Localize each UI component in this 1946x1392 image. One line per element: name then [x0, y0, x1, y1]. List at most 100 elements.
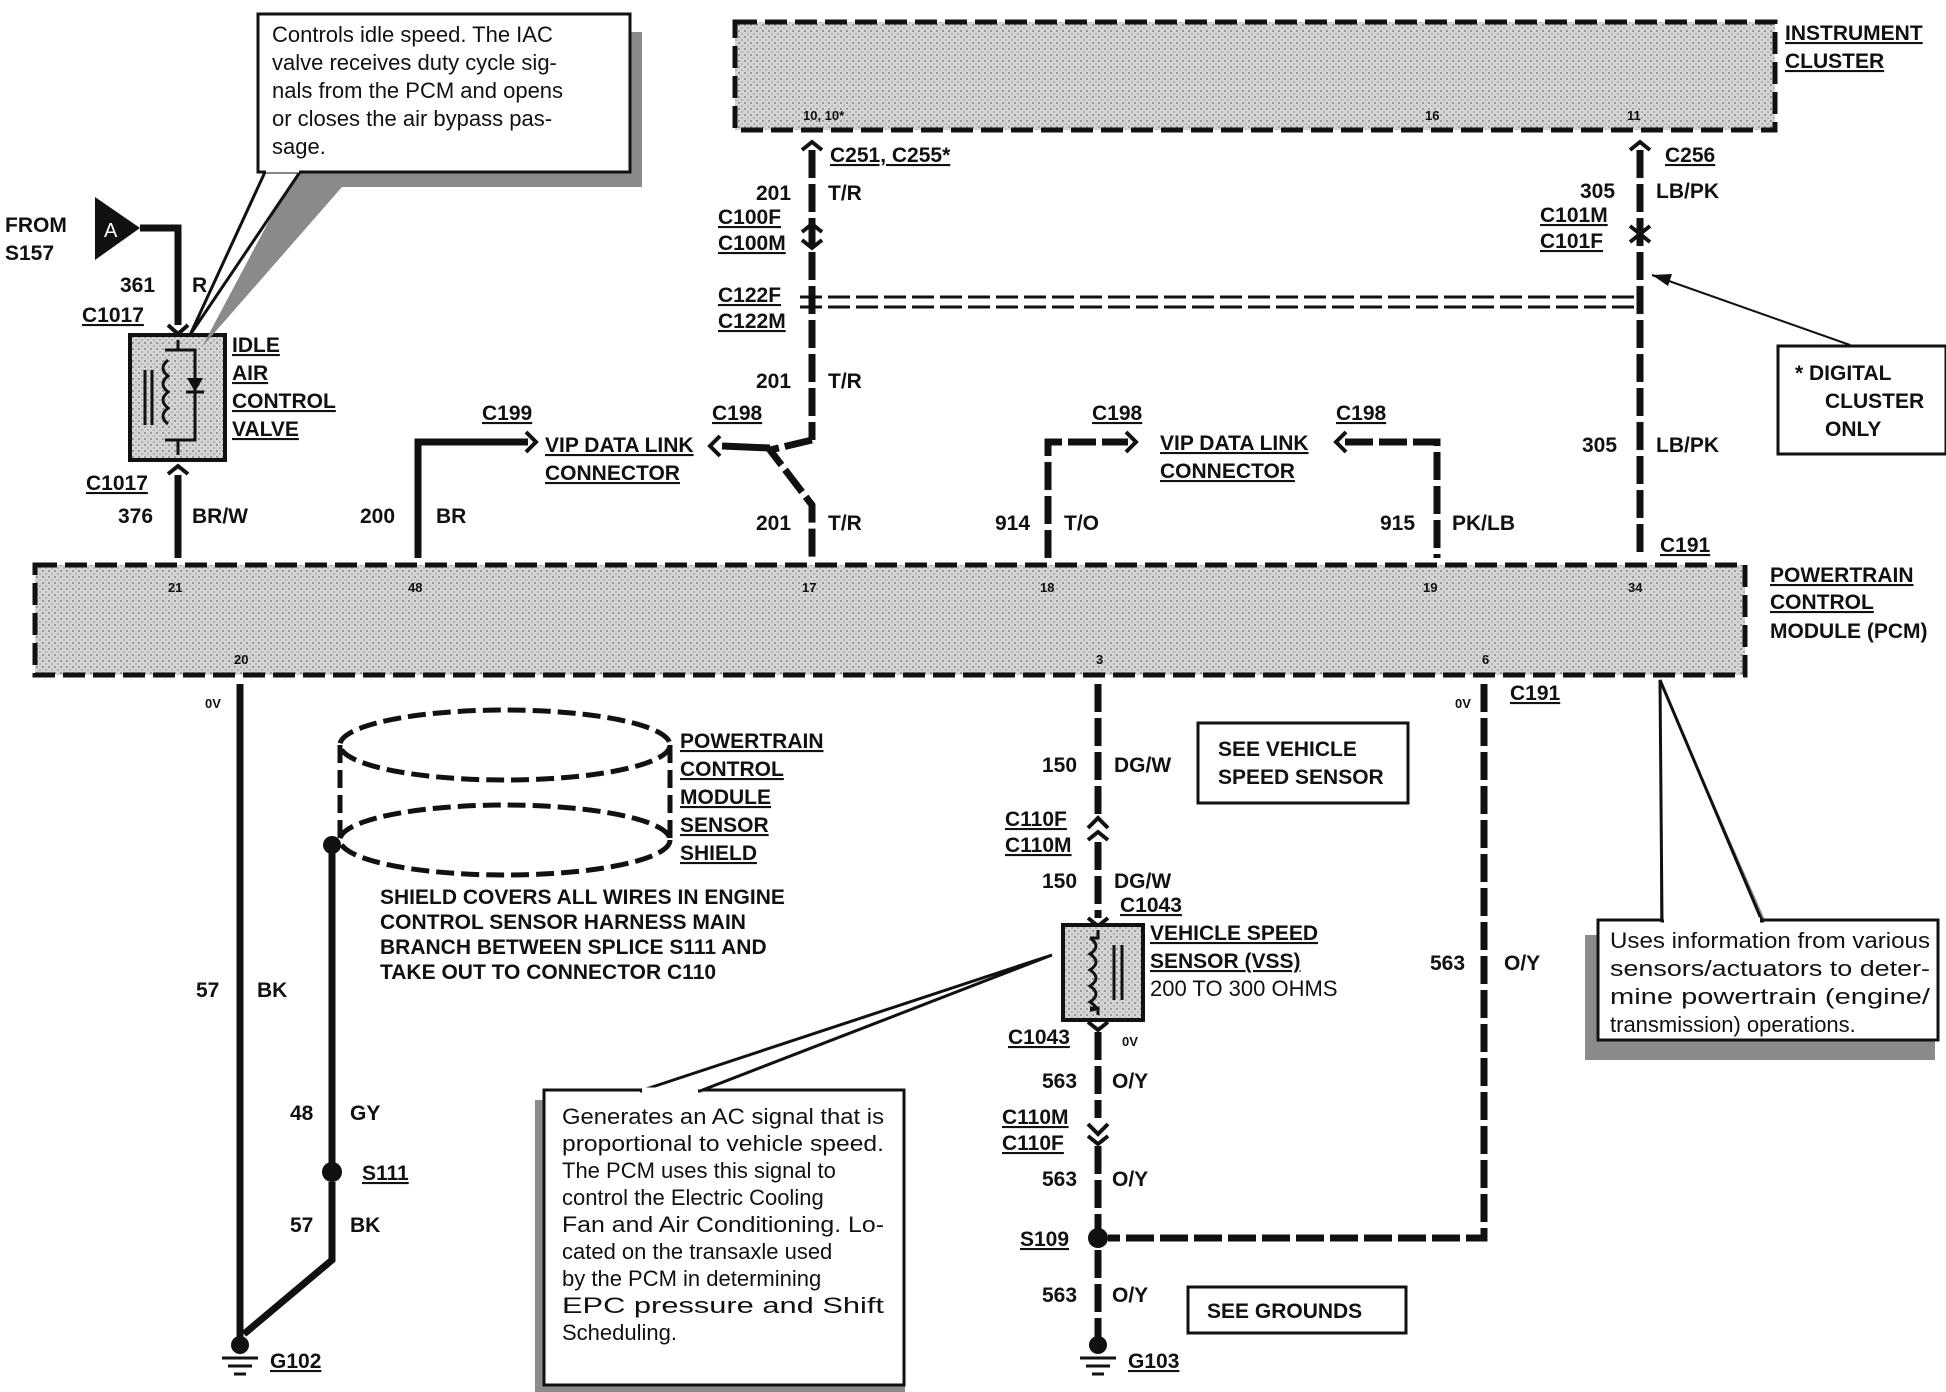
circuit-number: 48 [290, 1102, 314, 1125]
pcm-pin: 6 [1482, 652, 1489, 667]
pcm-callout [1596, 918, 1940, 1042]
connector-label: C199 [482, 402, 532, 425]
note-text: ONLY [1825, 418, 1881, 441]
see-grounds-box[interactable] [1186, 1285, 1408, 1335]
connector-symbol [166, 323, 190, 337]
vss-label: VEHICLE SPEED [1150, 922, 1318, 945]
connector-label: C110M [1002, 1106, 1069, 1129]
shield-label: MODULE [680, 786, 771, 809]
wire-color: BK [350, 1214, 380, 1237]
callout-text: Controls idle speed. The IAC [272, 22, 553, 47]
shield-label: SHIELD [680, 842, 757, 865]
see-grounds-label: SEE GROUNDS [1207, 1300, 1362, 1323]
vss-label: SENSOR (VSS) [1150, 950, 1301, 973]
ground-label: G103 [1128, 1350, 1179, 1373]
circuit-number: 361 [120, 274, 155, 297]
callout-text: cated on the transaxle used [562, 1239, 832, 1264]
circuit-number: 57 [290, 1214, 313, 1237]
wire-color: O/Y [1504, 952, 1540, 975]
connector-label: C110F [1002, 1132, 1064, 1155]
connector-label: C198 [1336, 402, 1387, 425]
pcm-label: CONTROL [1770, 591, 1874, 614]
note-text: * DIGITAL [1795, 362, 1892, 385]
vip-label: VIP DATA LINK [545, 434, 694, 457]
wire-color: O/Y [1112, 1070, 1148, 1093]
pcm-pin: 17 [802, 580, 816, 595]
circuit-number: 376 [118, 505, 153, 528]
wire-color: LB/PK [1656, 180, 1719, 203]
wire-201-lower [763, 436, 816, 558]
callout-text: Uses information from various [1610, 928, 1930, 953]
wire-color: T/R [828, 370, 862, 393]
shield-icon [337, 707, 673, 783]
pcm-pin: 48 [408, 580, 422, 595]
circuit-number: 305 [1580, 180, 1615, 203]
connector-label: C191 [1510, 682, 1561, 705]
splice-icon [322, 1162, 342, 1182]
connector-label: C1043 [1120, 894, 1182, 917]
cluster-pin: 16 [1425, 108, 1439, 123]
wire-563-shield [1108, 684, 1488, 1242]
ground-label: G102 [270, 1350, 321, 1373]
instrument-cluster-label: INSTRUMENT [1785, 22, 1923, 45]
circuit-number: 914 [995, 512, 1030, 535]
shield-label: CONTROL [680, 758, 784, 781]
callout-text: nals from the PCM and opens [272, 78, 563, 103]
from-label: S157 [5, 242, 54, 265]
pcm-box [32, 562, 1748, 678]
ground-icon [1080, 1356, 1116, 1376]
connector-symbol [800, 221, 824, 251]
connector-label: C191 [1660, 534, 1711, 557]
callout-text: by the PCM in determining [562, 1266, 821, 1291]
vip-label: VIP DATA LINK [1160, 432, 1309, 455]
splice-label: S111 [362, 1162, 409, 1185]
from-flag-tag: A [104, 220, 118, 242]
pcm-pin: 20 [234, 652, 248, 667]
iac-label: IDLE [232, 334, 280, 357]
connector-label: C1017 [86, 472, 148, 495]
iac-label: CONTROL [232, 390, 336, 413]
cluster-pin: 11 [1627, 108, 1641, 123]
circuit-number: 563 [1430, 952, 1465, 975]
wire-color: T/R [828, 512, 862, 535]
iac-coil-icon [165, 340, 197, 455]
callout-text: Fan and Air Conditioning. Lo- [562, 1212, 884, 1237]
connector-label: C122F [718, 284, 781, 307]
iac-label: VALVE [232, 418, 299, 441]
shield-note: SHIELD COVERS ALL WIRES IN ENGINE [380, 886, 785, 909]
wire-color: BK [257, 979, 287, 1002]
pcm-label: POWERTRAIN [1770, 564, 1914, 587]
shield-note: BRANCH BETWEEN SPLICE S111 AND [380, 936, 767, 959]
wire-57-branch [241, 1182, 336, 1337]
callout-text: Scheduling. [562, 1320, 677, 1345]
shield-note: CONTROL SENSOR HARNESS MAIN [380, 911, 746, 934]
callout-text: or closes the air bypass pas- [272, 106, 552, 131]
pcm-pin: 21 [168, 580, 182, 595]
wire-914 [1044, 438, 1128, 558]
wire-color: T/O [1064, 512, 1099, 535]
wire-color: PK/LB [1452, 512, 1515, 535]
connector-symbol [524, 430, 539, 454]
shield-note: TAKE OUT TO CONNECTOR C110 [380, 961, 716, 984]
vip-label: CONNECTOR [1160, 460, 1295, 483]
pcm-label: MODULE (PCM) [1770, 620, 1927, 643]
see-vss-box[interactable] [1196, 721, 1410, 805]
digital-cluster-note [1776, 344, 1946, 456]
circuit-number: 915 [1380, 512, 1415, 535]
connector-label: C256 [1665, 144, 1715, 167]
vip-label: CONNECTOR [545, 462, 680, 485]
wire-color: T/R [828, 182, 862, 205]
connector-symbol [166, 463, 190, 476]
iac-label: AIR [232, 362, 268, 385]
circuit-number: 563 [1042, 1284, 1077, 1307]
callout-text: proportional to vehicle speed. [562, 1131, 884, 1156]
connector-label: C198 [1092, 402, 1143, 425]
callout-text: control the Electric Cooling [562, 1185, 824, 1210]
connector-label: C198 [712, 402, 763, 425]
voltage-label: 0V [1455, 696, 1471, 711]
wire-915 [1345, 438, 1441, 558]
connector-label: C101M [1540, 204, 1608, 227]
connector-label: C251, C255* [830, 144, 951, 167]
wire-color: LB/PK [1656, 434, 1719, 457]
